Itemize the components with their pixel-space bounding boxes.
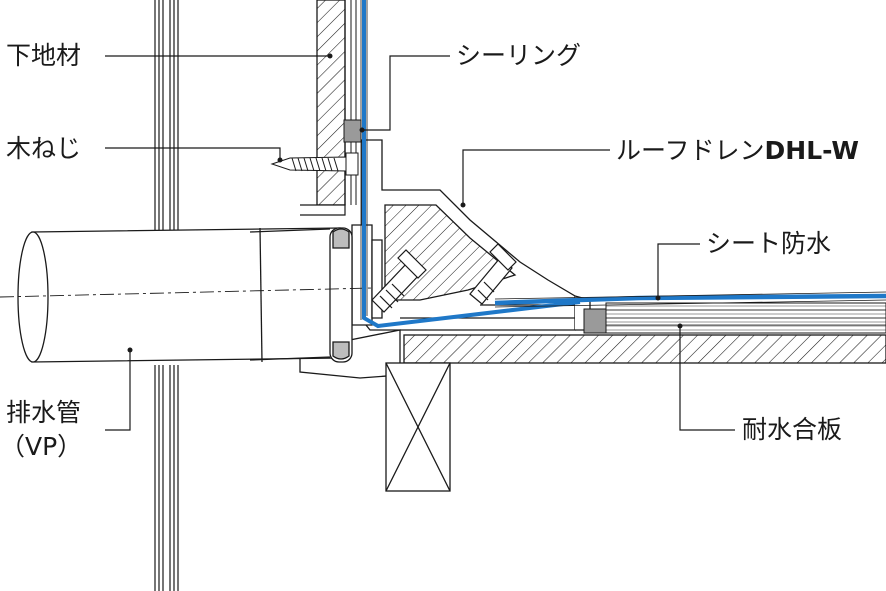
substrate-wall [300,0,357,216]
wall-waterproof-sheet [362,0,581,329]
joist [385,362,451,492]
sealant-block [343,119,362,143]
pipe-centerline [0,287,373,298]
bolt-right [469,243,517,305]
label-substrate: 下地材 [6,41,81,70]
label-drain-pipe: 排水管 [6,398,81,427]
leader-lines [105,55,735,431]
label-wood-screw: 木ねじ [6,134,81,163]
label-sealing: シーリング [456,41,581,70]
wood-screw [270,152,359,176]
waterproof-plywood [605,302,886,334]
label-roof-drain-prefix: ルーフドレン [616,136,765,165]
drain-pipe [17,227,353,363]
vertical-stud [154,0,179,591]
label-roof-drain: ルーフドレンDHL-W [616,136,859,165]
label-sheet-waterproofing: シート防水 [706,229,831,258]
label-roof-drain-model: DHL-W [765,136,859,165]
leader-dots [127,53,683,353]
label-drain-pipe-vp: （VP） [0,432,82,461]
label-waterproof-plywood: 耐水合板 [742,415,842,444]
sheet-end-sealant [583,308,607,334]
bolt-left [371,249,427,313]
deck-base [403,334,886,364]
